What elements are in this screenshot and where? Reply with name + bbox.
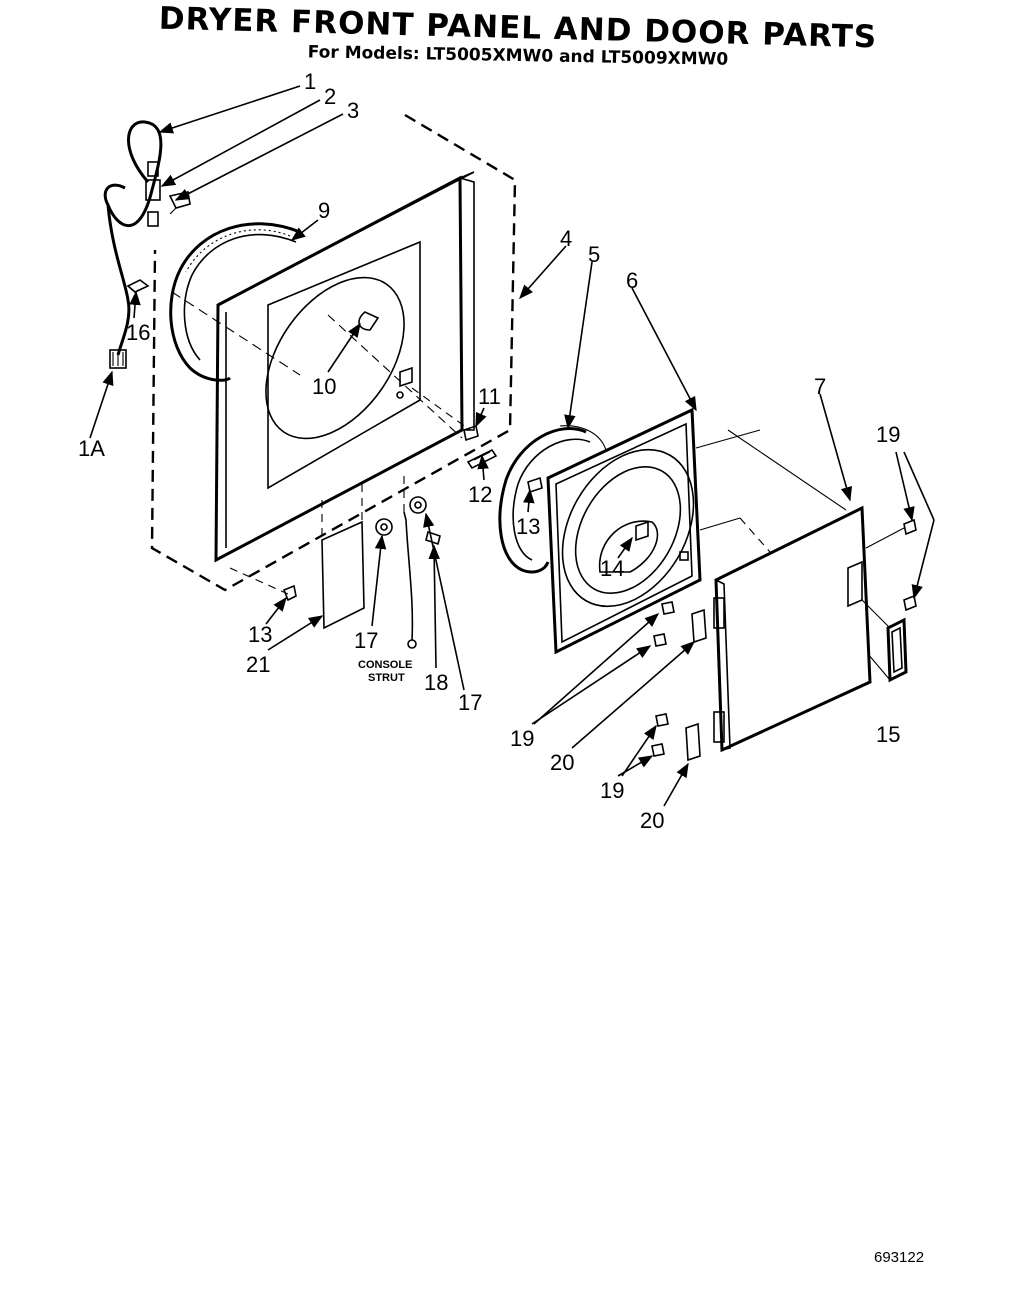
callout-20-lower: 20 [640,808,664,833]
screw-13-upper-part [527,476,543,494]
callout-2: 2 [324,84,336,109]
console-access-plate-part [321,484,365,630]
callout-17-right: 17 [458,690,482,715]
door-seal-part [498,425,607,574]
screw-11-part [463,424,479,442]
screw-19-low-b [651,743,665,757]
wire-harness-part [103,120,163,369]
screw-13-lower-part [282,584,297,602]
hinge-20-lower [685,722,701,762]
screw-19-top-a [903,518,917,536]
callout-14: 14 [600,556,624,581]
callout-15: 15 [876,722,900,747]
callout-7: 7 [814,374,826,399]
drum-seal-ring-part [169,222,301,382]
spacer-part-left [375,518,393,536]
callout-20-upper: 20 [550,750,574,775]
callout-1a: 1A [78,436,105,461]
front-panel-part [214,171,475,563]
console-label: CONSOLE [358,659,412,671]
screw-19-low-a [655,713,669,727]
callout-6: 6 [626,268,638,293]
switch-bracket-part [168,191,191,215]
callout-12: 12 [468,482,492,507]
screw-19-top-b [903,594,917,612]
callout-1: 1 [304,69,316,94]
callout-5: 5 [588,242,600,267]
leader-lines [89,85,935,807]
callout-10: 10 [312,374,336,399]
hinge-20-upper [691,608,707,644]
door-switch-part [145,179,161,227]
figure-number: 693122 [874,1249,924,1266]
callout-17-left: 17 [354,628,378,653]
callout-11: 11 [478,384,501,409]
callout-13-lower: 13 [248,622,272,647]
spacer-part-right [409,496,427,514]
callout-3: 3 [347,98,359,123]
screw-18-part [425,530,441,546]
outer-door-part [713,505,872,753]
callout-19-top: 19 [876,422,900,447]
strut-label: STRUT [368,672,405,684]
inner-door-part [546,407,702,655]
screw-19-mid-b [653,633,667,647]
callout-21: 21 [246,652,270,677]
callout-9: 9 [318,198,330,223]
callout-4: 4 [560,226,572,251]
callout-18: 18 [424,670,448,695]
screw-19-mid-a [661,601,675,615]
door-handle-part [861,599,908,683]
harness-clip-part [126,279,150,293]
callout-13-upper: 13 [516,514,540,539]
callout-19-mid: 19 [510,726,534,751]
panel-group-boundary [150,113,517,592]
console-strut-part [403,476,417,649]
callout-19-low: 19 [600,778,624,803]
callout-16: 16 [126,320,150,345]
